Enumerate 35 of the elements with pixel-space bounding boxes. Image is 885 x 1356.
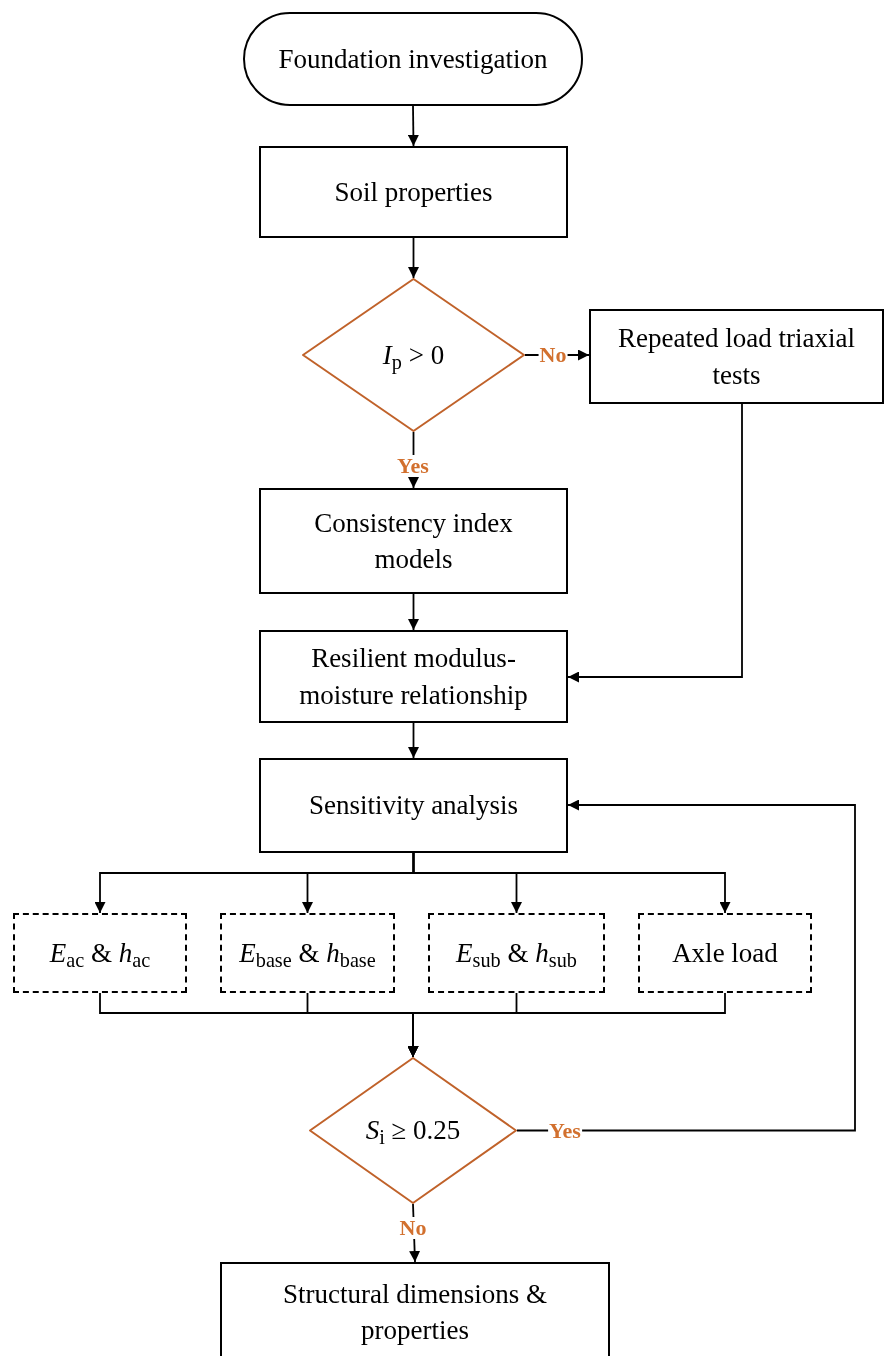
process-box bbox=[428, 913, 605, 993]
process-box bbox=[259, 146, 568, 238]
step-label: Sensitivity analysis bbox=[307, 789, 520, 823]
arrow bbox=[408, 237, 419, 279]
edge-label: No bbox=[398, 1217, 428, 1239]
process-box bbox=[589, 309, 884, 404]
step-label: I$_{p}$ > 0 bbox=[381, 338, 446, 374]
process-box bbox=[220, 1262, 610, 1356]
arrow bbox=[412, 852, 731, 914]
decision-diamond bbox=[302, 278, 525, 432]
decision-diamond bbox=[309, 1057, 517, 1204]
step-label: E$_{ac}$ & h$_{ac}$ bbox=[48, 936, 152, 972]
step-label: E$_{sub}$ & h$_{sub}$ bbox=[454, 936, 578, 972]
process-box bbox=[638, 913, 812, 993]
step-label: Resilient modulus-moisture relationship bbox=[298, 642, 529, 712]
step-label: S$_{i}$ ≥ 0.25 bbox=[364, 1114, 462, 1149]
step-label: Soil properties bbox=[333, 175, 494, 209]
arrow bbox=[408, 593, 419, 631]
step-label: Foundation investigation bbox=[277, 42, 549, 76]
arrow bbox=[407, 992, 726, 1058]
edge-label: Yes bbox=[396, 455, 430, 477]
process-box bbox=[259, 630, 568, 723]
arrow bbox=[408, 722, 419, 759]
process-box bbox=[13, 913, 187, 993]
arrow bbox=[567, 403, 743, 683]
step-label: Axle load bbox=[671, 936, 779, 970]
step-label: E$_{base}$ & h$_{base}$ bbox=[238, 936, 377, 972]
arrow bbox=[516, 799, 856, 1132]
step-label: Repeated load triaxial tests bbox=[617, 322, 856, 392]
process-box bbox=[220, 913, 395, 993]
process-box bbox=[259, 488, 568, 594]
step-label: Consistency index models bbox=[313, 506, 514, 576]
process-box bbox=[259, 758, 568, 853]
step-label: Structural dimensions & properties bbox=[282, 1278, 548, 1348]
arrow bbox=[407, 105, 419, 147]
